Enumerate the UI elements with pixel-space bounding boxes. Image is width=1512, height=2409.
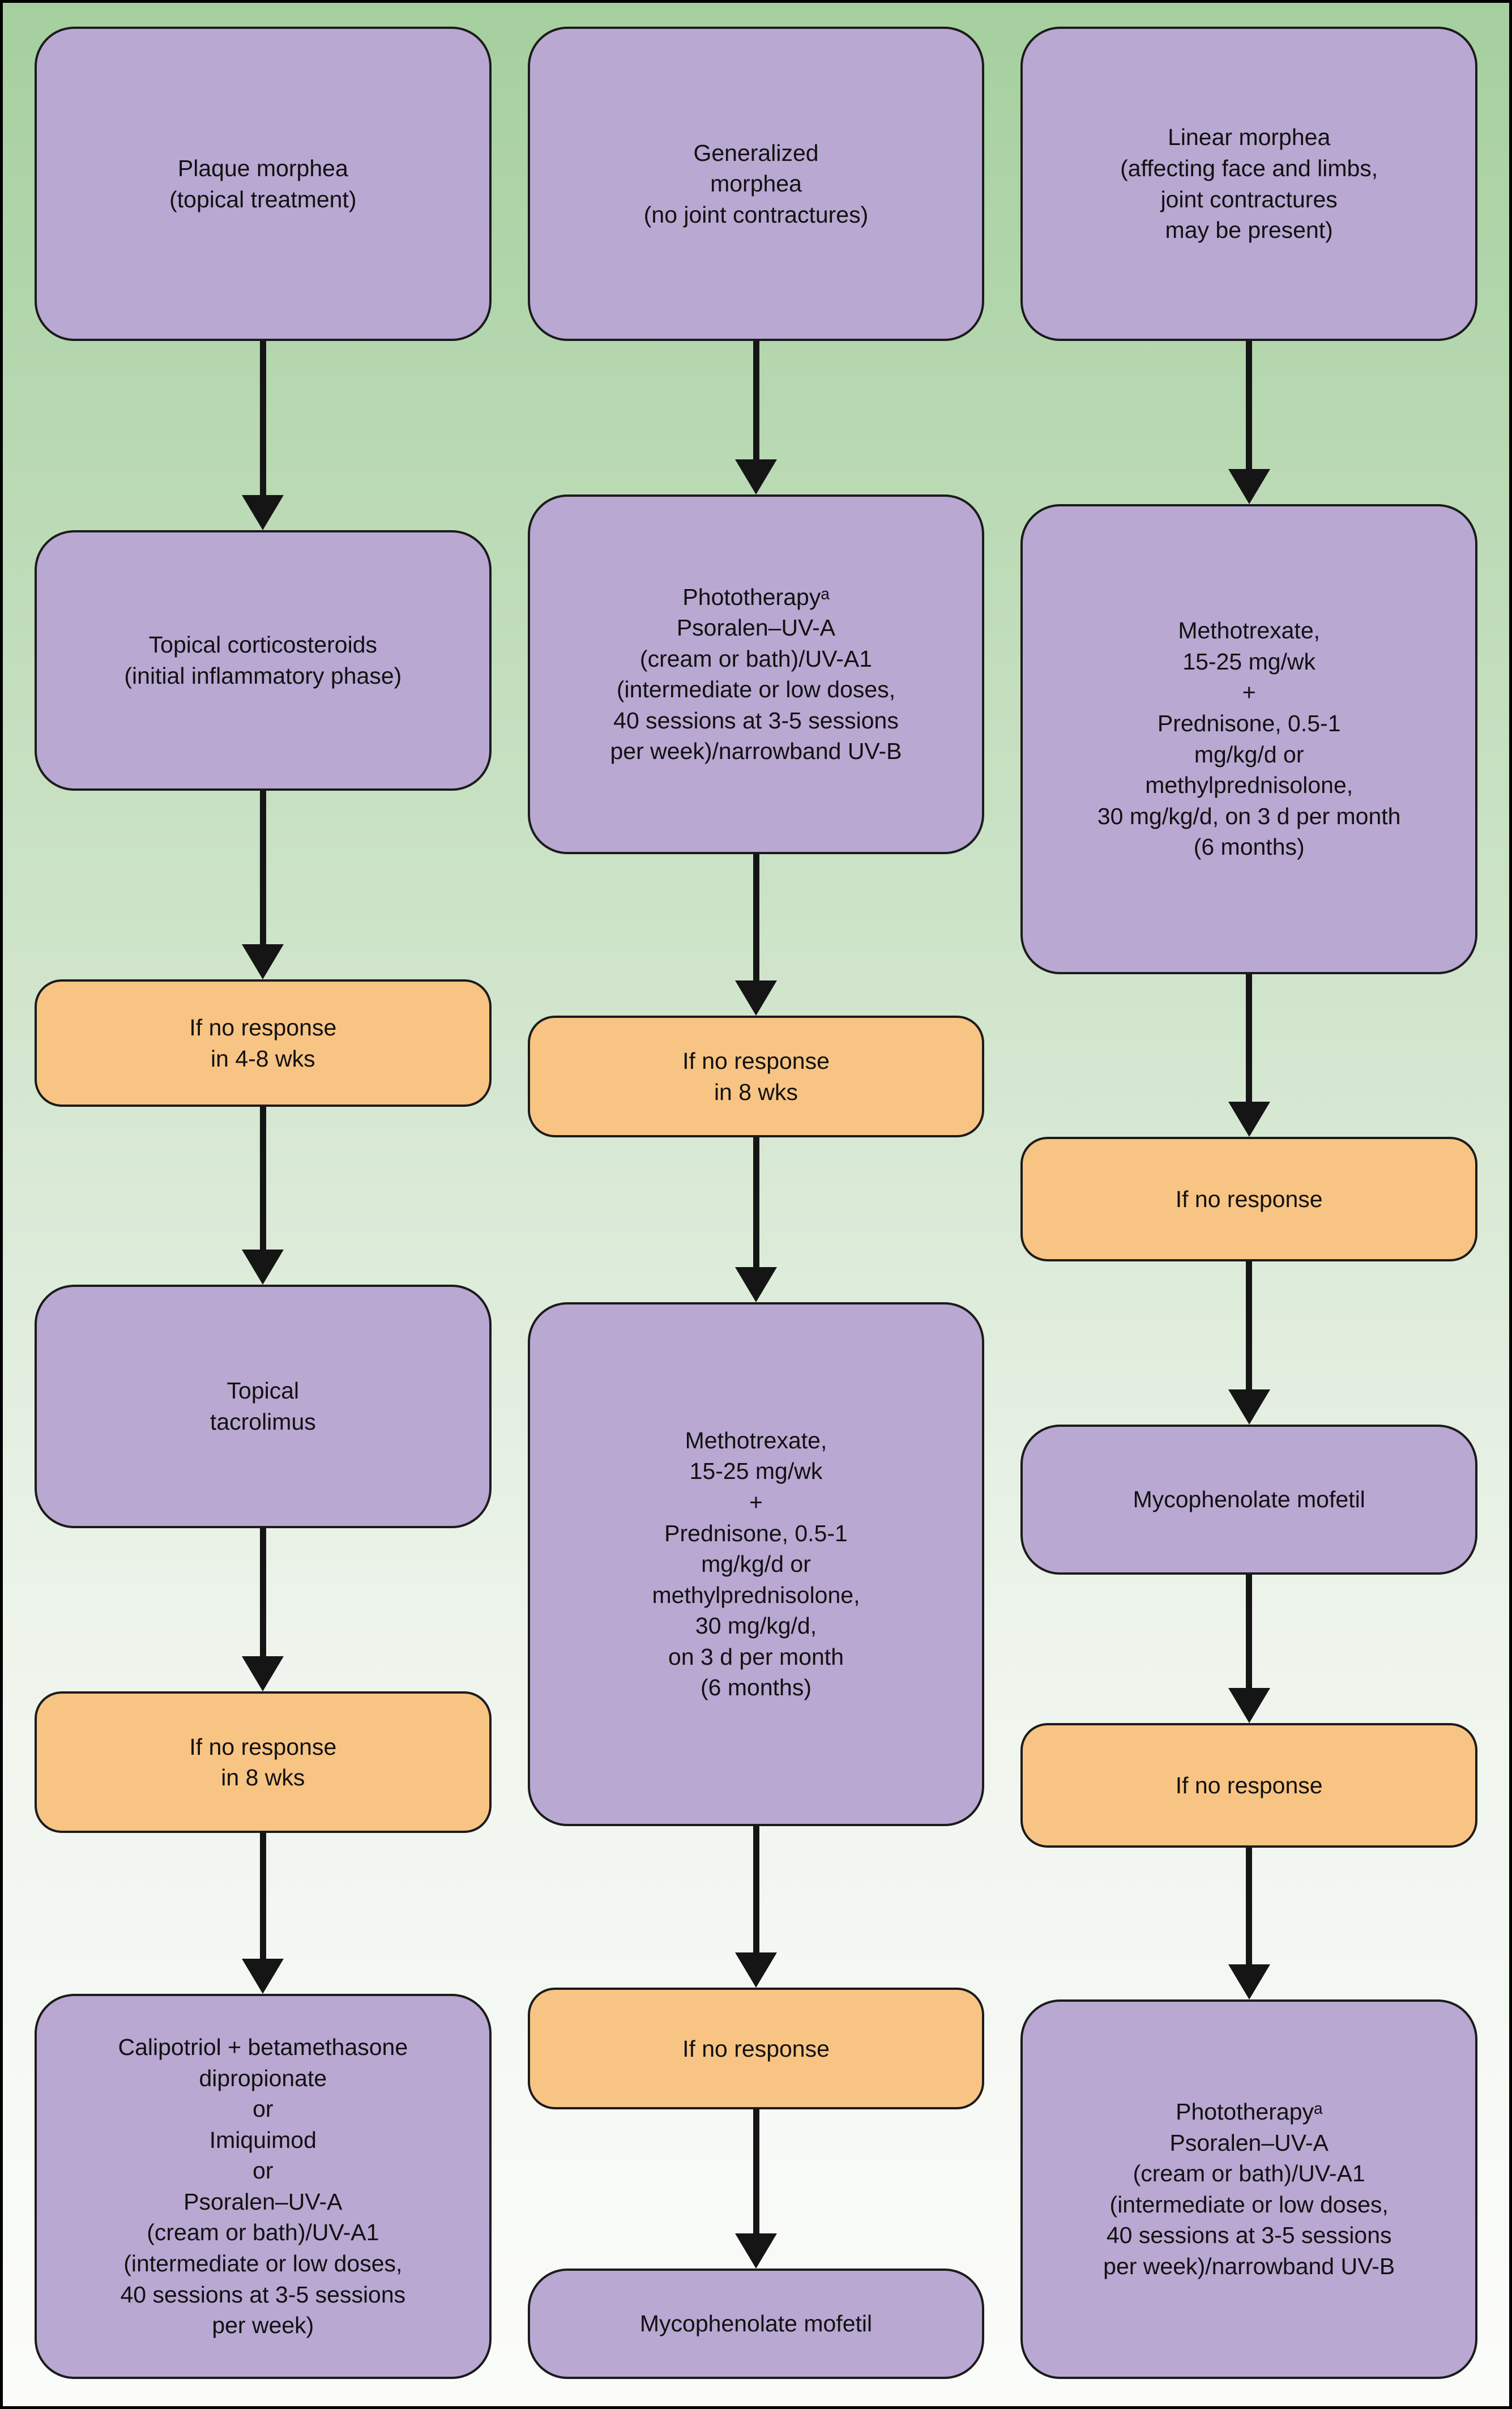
arrow-head: [735, 980, 777, 1016]
arrow-stem: [259, 1528, 266, 1657]
arrow-stem: [1246, 974, 1253, 1102]
box-no-response-linear-2-text: If no response: [1175, 1772, 1323, 1799]
box-topical-corticosteroids: Topical corticosteroids (initial inflamm…: [35, 530, 492, 791]
box-phototherapy-generalized: Phototherapyᵃ Psoralen–UV-A (cream or ba…: [527, 494, 985, 854]
arrow-head: [1228, 1102, 1270, 1137]
arrow-stem: [1246, 1261, 1253, 1389]
arrow-head: [735, 1952, 777, 1988]
arrow-stem: [259, 341, 266, 495]
box-phototherapy-generalized-text: Phototherapyᵃ Psoralen–UV-A (cream or ba…: [610, 583, 902, 765]
arrow-head: [1228, 1389, 1270, 1425]
box-topical-tacrolimus-text: Topical tacrolimus: [210, 1378, 316, 1435]
down-arrow: [528, 854, 985, 1016]
down-arrow: [528, 1137, 985, 1302]
arrow-stem: [753, 1826, 759, 1953]
box-methotrexate-prednisone-generalized-text: Methotrexate, 15-25 mg/wk + Prednisone, …: [652, 1427, 860, 1701]
box-generalized-morphea: Generalized morphea (no joint contractur…: [527, 27, 985, 341]
box-no-response-linear-1-text: If no response: [1175, 1186, 1323, 1212]
box-methotrexate-prednisone-generalized: Methotrexate, 15-25 mg/wk + Prednisone, …: [527, 1302, 985, 1826]
flow-column-linear-morphea: Linear morphea (affecting face and limbs…: [1020, 27, 1478, 2379]
box-generalized-morphea-text: Generalized morphea (no joint contractur…: [643, 139, 869, 228]
box-linear-morphea: Linear morphea (affecting face and limbs…: [1020, 27, 1478, 341]
box-mycophenolate-linear-text: Mycophenolate mofetil: [1133, 1486, 1365, 1512]
arrow-stem: [1246, 1574, 1253, 1689]
down-arrow: [1020, 1574, 1477, 1724]
box-phototherapy-linear: Phototherapyᵃ Psoralen–UV-A (cream or ba…: [1020, 1999, 1478, 2379]
down-arrow: [35, 790, 492, 980]
box-phototherapy-linear-text: Phototherapyᵃ Psoralen–UV-A (cream or ba…: [1103, 2099, 1395, 2279]
box-methotrexate-prednisone-linear: Methotrexate, 15-25 mg/wk + Prednisone, …: [1020, 504, 1478, 974]
box-calipotriol-imiquimod-puva-text: Calipotriol + betamethasone dipropionate…: [118, 2034, 408, 2339]
box-calipotriol-imiquimod-puva: Calipotriol + betamethasone dipropionate…: [35, 1993, 492, 2379]
arrow-head: [242, 1249, 284, 1285]
box-no-response-generalized: If no response: [527, 1988, 985, 2110]
box-plaque-morphea-text: Plaque morphea (topical treatment): [169, 155, 357, 212]
down-arrow: [528, 341, 985, 494]
arrow-head: [1228, 468, 1270, 504]
down-arrow: [35, 341, 492, 530]
flow-column-generalized-morphea: Generalized morphea (no joint contractur…: [527, 27, 985, 2379]
flow-column-plaque-morphea: Plaque morphea (topical treatment) Topic…: [35, 27, 492, 2379]
arrow-head: [242, 1656, 284, 1692]
arrow-stem: [259, 790, 266, 945]
box-mycophenolate-generalized: Mycophenolate mofetil: [527, 2268, 985, 2379]
box-topical-tacrolimus: Topical tacrolimus: [35, 1284, 492, 1528]
box-no-response-4-8-wks-text: If no response in 4-8 wks: [189, 1014, 337, 1072]
arrow-head: [242, 494, 284, 530]
box-no-response-linear-1: If no response: [1020, 1137, 1478, 1262]
down-arrow: [35, 1528, 492, 1692]
arrow-head: [735, 1267, 777, 1302]
arrow-stem: [753, 854, 759, 981]
arrow-head: [242, 944, 284, 980]
arrow-stem: [753, 2109, 759, 2233]
box-mycophenolate-linear: Mycophenolate mofetil: [1020, 1424, 1478, 1575]
down-arrow: [1020, 1848, 1477, 1999]
arrow-stem: [753, 341, 759, 459]
arrow-head: [242, 1958, 284, 1994]
arrow-head: [1228, 1688, 1270, 1724]
box-topical-corticosteroids-text: Topical corticosteroids (initial inflamm…: [124, 632, 402, 689]
arrow-stem: [1246, 341, 1253, 469]
arrow-stem: [1246, 1848, 1253, 1964]
box-no-response-8-wks: If no response in 8 wks: [35, 1691, 492, 1834]
box-linear-morphea-text: Linear morphea (affecting face and limbs…: [1120, 124, 1378, 244]
box-no-response-generalized-text: If no response: [682, 2035, 830, 2062]
box-no-response-8-wks-generalized-text: If no response in 8 wks: [682, 1048, 830, 1105]
arrow-stem: [259, 1107, 266, 1250]
arrow-stem: [259, 1833, 266, 1959]
box-mycophenolate-generalized-text: Mycophenolate mofetil: [639, 2310, 873, 2337]
down-arrow: [1020, 974, 1477, 1137]
arrow-head: [735, 459, 777, 494]
arrow-stem: [753, 1137, 759, 1267]
box-no-response-8-wks-text: If no response in 8 wks: [189, 1733, 337, 1791]
down-arrow: [1020, 341, 1477, 504]
box-no-response-8-wks-generalized: If no response in 8 wks: [527, 1016, 985, 1138]
box-methotrexate-prednisone-linear-text: Methotrexate, 15-25 mg/wk + Prednisone, …: [1097, 617, 1401, 860]
arrow-head: [735, 2233, 777, 2269]
down-arrow: [1020, 1261, 1477, 1425]
down-arrow: [528, 2109, 985, 2269]
down-arrow: [528, 1826, 985, 1988]
down-arrow: [35, 1833, 492, 1994]
box-no-response-4-8-wks: If no response in 4-8 wks: [35, 979, 492, 1107]
box-no-response-linear-2: If no response: [1020, 1723, 1478, 1848]
down-arrow: [35, 1107, 492, 1285]
arrow-head: [1228, 1964, 1270, 1999]
box-plaque-morphea: Plaque morphea (topical treatment): [35, 27, 492, 341]
